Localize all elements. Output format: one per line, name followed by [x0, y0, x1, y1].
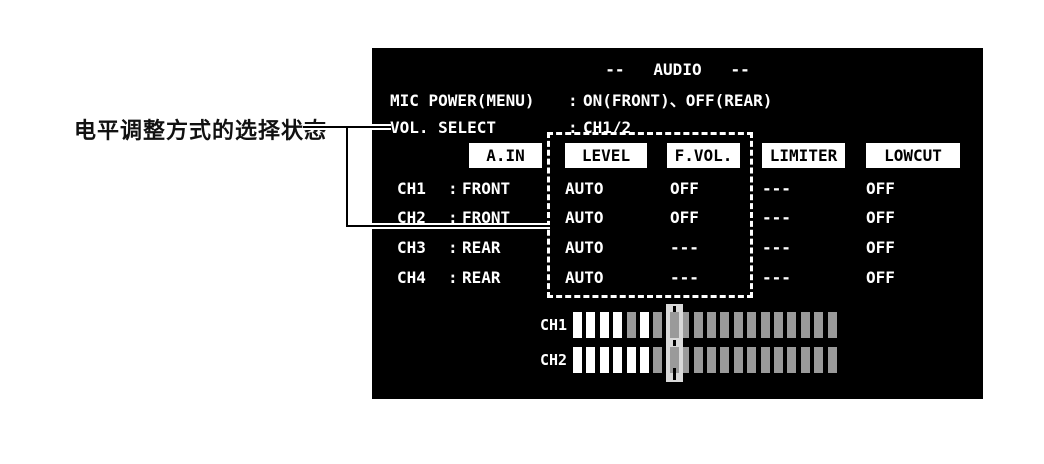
meter-segment — [733, 312, 743, 338]
cell-lowcut: OFF — [866, 238, 895, 257]
table-row: CH2 : FRONT AUTO OFF --- OFF — [372, 208, 983, 228]
cell-f-vol: --- — [670, 268, 699, 287]
separator-colon: : — [568, 91, 578, 110]
meter-segment — [774, 312, 783, 338]
meter-segment — [800, 347, 810, 373]
menu-line-mic-power: MIC POWER(MENU) : ON(FRONT)、OFF(REAR) — [372, 91, 983, 111]
meter-label-ch1: CH1 — [540, 316, 568, 334]
separator-colon: : — [448, 208, 458, 227]
meter-segment — [640, 347, 649, 373]
meter-segment — [747, 312, 757, 338]
cell-lowcut: OFF — [866, 208, 895, 227]
meter-ch2 — [573, 347, 838, 373]
meter-ch1 — [573, 312, 838, 338]
table-row: CH3 : REAR AUTO --- --- OFF — [372, 238, 983, 258]
meter-segment — [747, 347, 757, 373]
cell-a-in: REAR — [462, 238, 501, 257]
meter-segment — [693, 312, 703, 338]
meter-segment — [626, 312, 636, 338]
meter-segment — [599, 312, 609, 338]
cell-a-in: REAR — [462, 268, 501, 287]
callout-label: 电平调整方式的选择状态 — [74, 119, 328, 144]
meter-segment — [787, 312, 797, 338]
cell-limiter: --- — [762, 268, 791, 287]
marker-segment — [670, 347, 679, 373]
meter-segment — [586, 347, 596, 373]
meter-segment — [653, 312, 663, 338]
marker-segment — [670, 312, 679, 338]
meter-segment — [586, 312, 596, 338]
callout-line-to-selection-box — [346, 225, 550, 227]
meter-segment — [707, 347, 716, 373]
meter-segment — [640, 312, 649, 338]
mic-power-label: MIC POWER(MENU) — [390, 91, 535, 110]
channel-label: CH4 — [397, 268, 426, 287]
meter-segment — [760, 312, 770, 338]
cell-lowcut: OFF — [866, 179, 895, 198]
cell-f-vol: OFF — [670, 208, 699, 227]
callout-line-vertical — [346, 126, 348, 227]
column-header-limiter: LIMITER — [762, 143, 845, 168]
column-header-lowcut: LOWCUT — [866, 143, 960, 168]
separator-colon: : — [448, 238, 458, 257]
cell-level: AUTO — [565, 179, 604, 198]
meter-segment — [680, 347, 690, 373]
cell-limiter: --- — [762, 208, 791, 227]
table-row: CH4 : REAR AUTO --- --- OFF — [372, 268, 983, 288]
meter-segment — [653, 347, 663, 373]
meter-segment — [573, 312, 582, 338]
column-header-a-in: A.IN — [469, 143, 542, 168]
meter-segment — [626, 347, 636, 373]
meter-segment — [720, 347, 730, 373]
table-row: CH1 : FRONT AUTO OFF --- OFF — [372, 179, 983, 199]
meter-marker — [666, 304, 683, 382]
meter-segment — [827, 312, 837, 338]
audio-menu-title: -- AUDIO -- — [605, 60, 750, 79]
selection-dashed-box — [547, 132, 753, 298]
cell-a-in: FRONT — [462, 208, 511, 227]
cell-f-vol: --- — [670, 238, 699, 257]
cell-level: AUTO — [565, 268, 604, 287]
meter-segment — [827, 347, 837, 373]
cell-level: AUTO — [565, 208, 604, 227]
meter-label-ch2: CH2 — [540, 351, 568, 369]
meter-segment — [800, 312, 810, 338]
cell-a-in: FRONT — [462, 179, 511, 198]
mic-power-value: ON(FRONT)、OFF(REAR) — [583, 91, 773, 110]
meter-segment — [814, 347, 824, 373]
column-header-f-vol: F.VOL. — [667, 143, 740, 168]
channel-label: CH3 — [397, 238, 426, 257]
meter-segment — [613, 312, 623, 338]
meter-segment — [814, 312, 824, 338]
meter-segment — [613, 347, 623, 373]
meter-segment — [787, 347, 797, 373]
cell-level: AUTO — [565, 238, 604, 257]
column-header-level: LEVEL — [565, 143, 647, 168]
meter-segment — [774, 347, 783, 373]
meter-segment — [760, 347, 770, 373]
meter-segment — [720, 312, 730, 338]
separator-colon: : — [448, 179, 458, 198]
meter-segment — [680, 312, 690, 338]
marker-tick — [673, 340, 676, 346]
channel-label: CH1 — [397, 179, 426, 198]
meter-segment — [733, 347, 743, 373]
meter-segment — [573, 347, 582, 373]
cell-limiter: --- — [762, 238, 791, 257]
cell-limiter: --- — [762, 179, 791, 198]
marker-tick — [673, 368, 676, 380]
cell-lowcut: OFF — [866, 268, 895, 287]
separator-colon: : — [568, 118, 578, 137]
vol-select-label: VOL. SELECT — [390, 118, 496, 137]
separator-colon: : — [448, 268, 458, 287]
channel-label: CH2 — [397, 208, 426, 227]
cell-f-vol: OFF — [670, 179, 699, 198]
meter-segment — [599, 347, 609, 373]
meter-segment — [707, 312, 716, 338]
meter-segment — [693, 347, 703, 373]
